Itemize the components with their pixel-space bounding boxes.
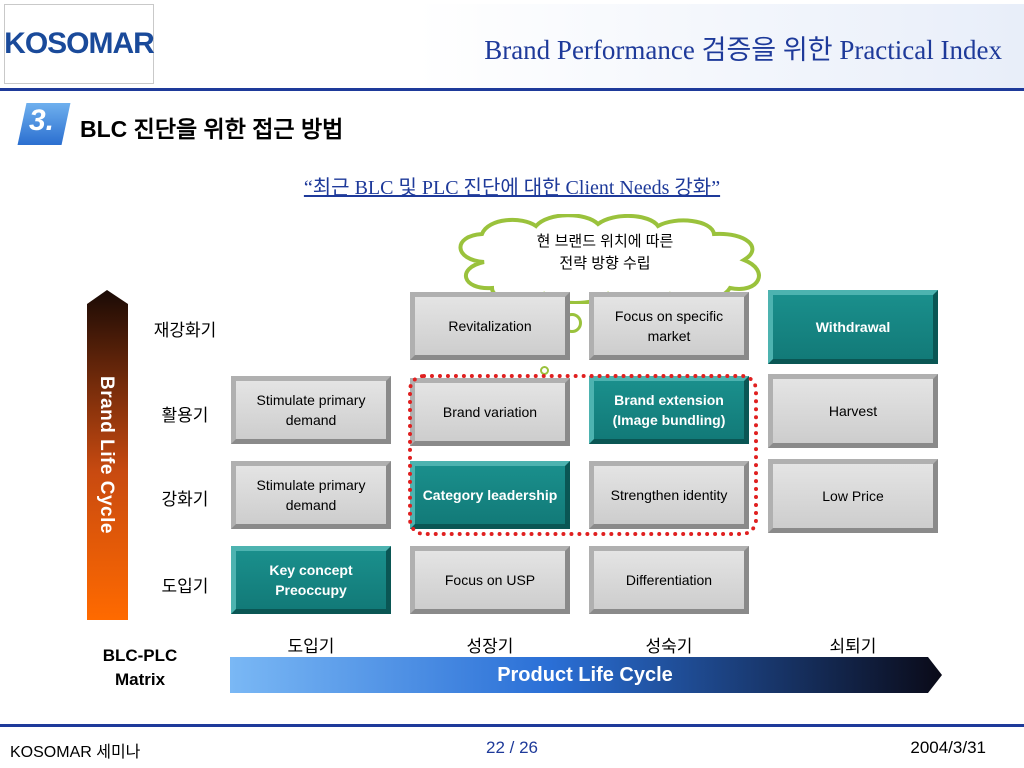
slide-title: Brand Performance 검증을 위한 Practical Index [484,35,1002,65]
brand-life-cycle-label: Brand Life Cycle [86,290,126,620]
matrix-label-line-2: Matrix [114,670,166,689]
cell-withdrawal: Withdrawal [768,290,938,364]
cell-low-price: Low Price [768,459,938,533]
cell-focus-on-usp: Focus on USP [410,546,570,614]
cell-harvest: Harvest [768,374,938,448]
cell-revitalization: Revitalization [410,292,570,360]
slide-subtitle: “최근 BLC 및 PLC 진단에 대한 Client Needs 강화” [303,177,721,199]
page-number: 22 / 26 [486,738,538,757]
cloud-line-1: 현 브랜드 위치에 따른 [536,233,674,250]
cloud-line-2: 전략 방향 수립 [559,255,651,272]
footer-seminar-label: KOSOMAR 세미나 [10,744,141,761]
row-label-introduction-stage: 도입기 [161,577,209,596]
brand-life-cycle-arrow [87,290,128,620]
footer-divider [0,724,1024,727]
header-divider [0,88,1024,91]
highlight-dotted-frame [408,374,758,536]
footer-date: 2004/3/31 [910,738,986,757]
col-label-introduction: 도입기 [287,637,335,656]
cell-key-concept-preoccupy: Key concept Preoccupy [231,546,391,614]
blc-plc-matrix-label: BLC-PLC Matrix [80,644,200,692]
product-life-cycle-label: Product Life Cycle [497,663,673,686]
matrix-label-line-1: BLC-PLC [102,646,178,665]
logo-ring: KOSOMAR [4,16,155,72]
cell-stimulate-primary-demand-2: Stimulate primary demand [231,461,391,529]
col-label-maturity: 성숙기 [645,637,693,656]
cell-brand-extension: Brand extension (Image bundling) [589,376,749,444]
cell-differentiation: Differentiation [589,546,749,614]
cell-category-leadership: Category leadership [410,461,570,529]
kosomar-logo: KOSOMAR [4,4,155,84]
cell-stimulate-primary-demand-1: Stimulate primary demand [231,376,391,444]
section-number: 3. [29,104,55,137]
col-label-decline: 쇠퇴기 [829,637,877,656]
section-title: BLC 진단을 위한 접근 방법 [80,116,344,142]
row-label-strengthening-stage: 강화기 [161,490,209,509]
logo-text: KOSOMAR [4,27,155,60]
cell-focus-specific-market: Focus on specific market [589,292,749,360]
cell-strengthen-identity: Strengthen identity [589,461,749,529]
col-label-growth: 성장기 [466,637,514,656]
product-life-cycle-arrow [230,657,942,693]
cloud-text: 현 브랜드 위치에 따른 전략 방향 수립 [490,231,720,275]
header-bar [155,4,1024,88]
row-label-utilization-stage: 활용기 [161,406,209,425]
cell-brand-variation: Brand variation [410,378,570,446]
row-label-revitalization-stage: 재강화기 [153,321,217,340]
blc-axis-title: Brand Life Cycle [96,376,117,534]
